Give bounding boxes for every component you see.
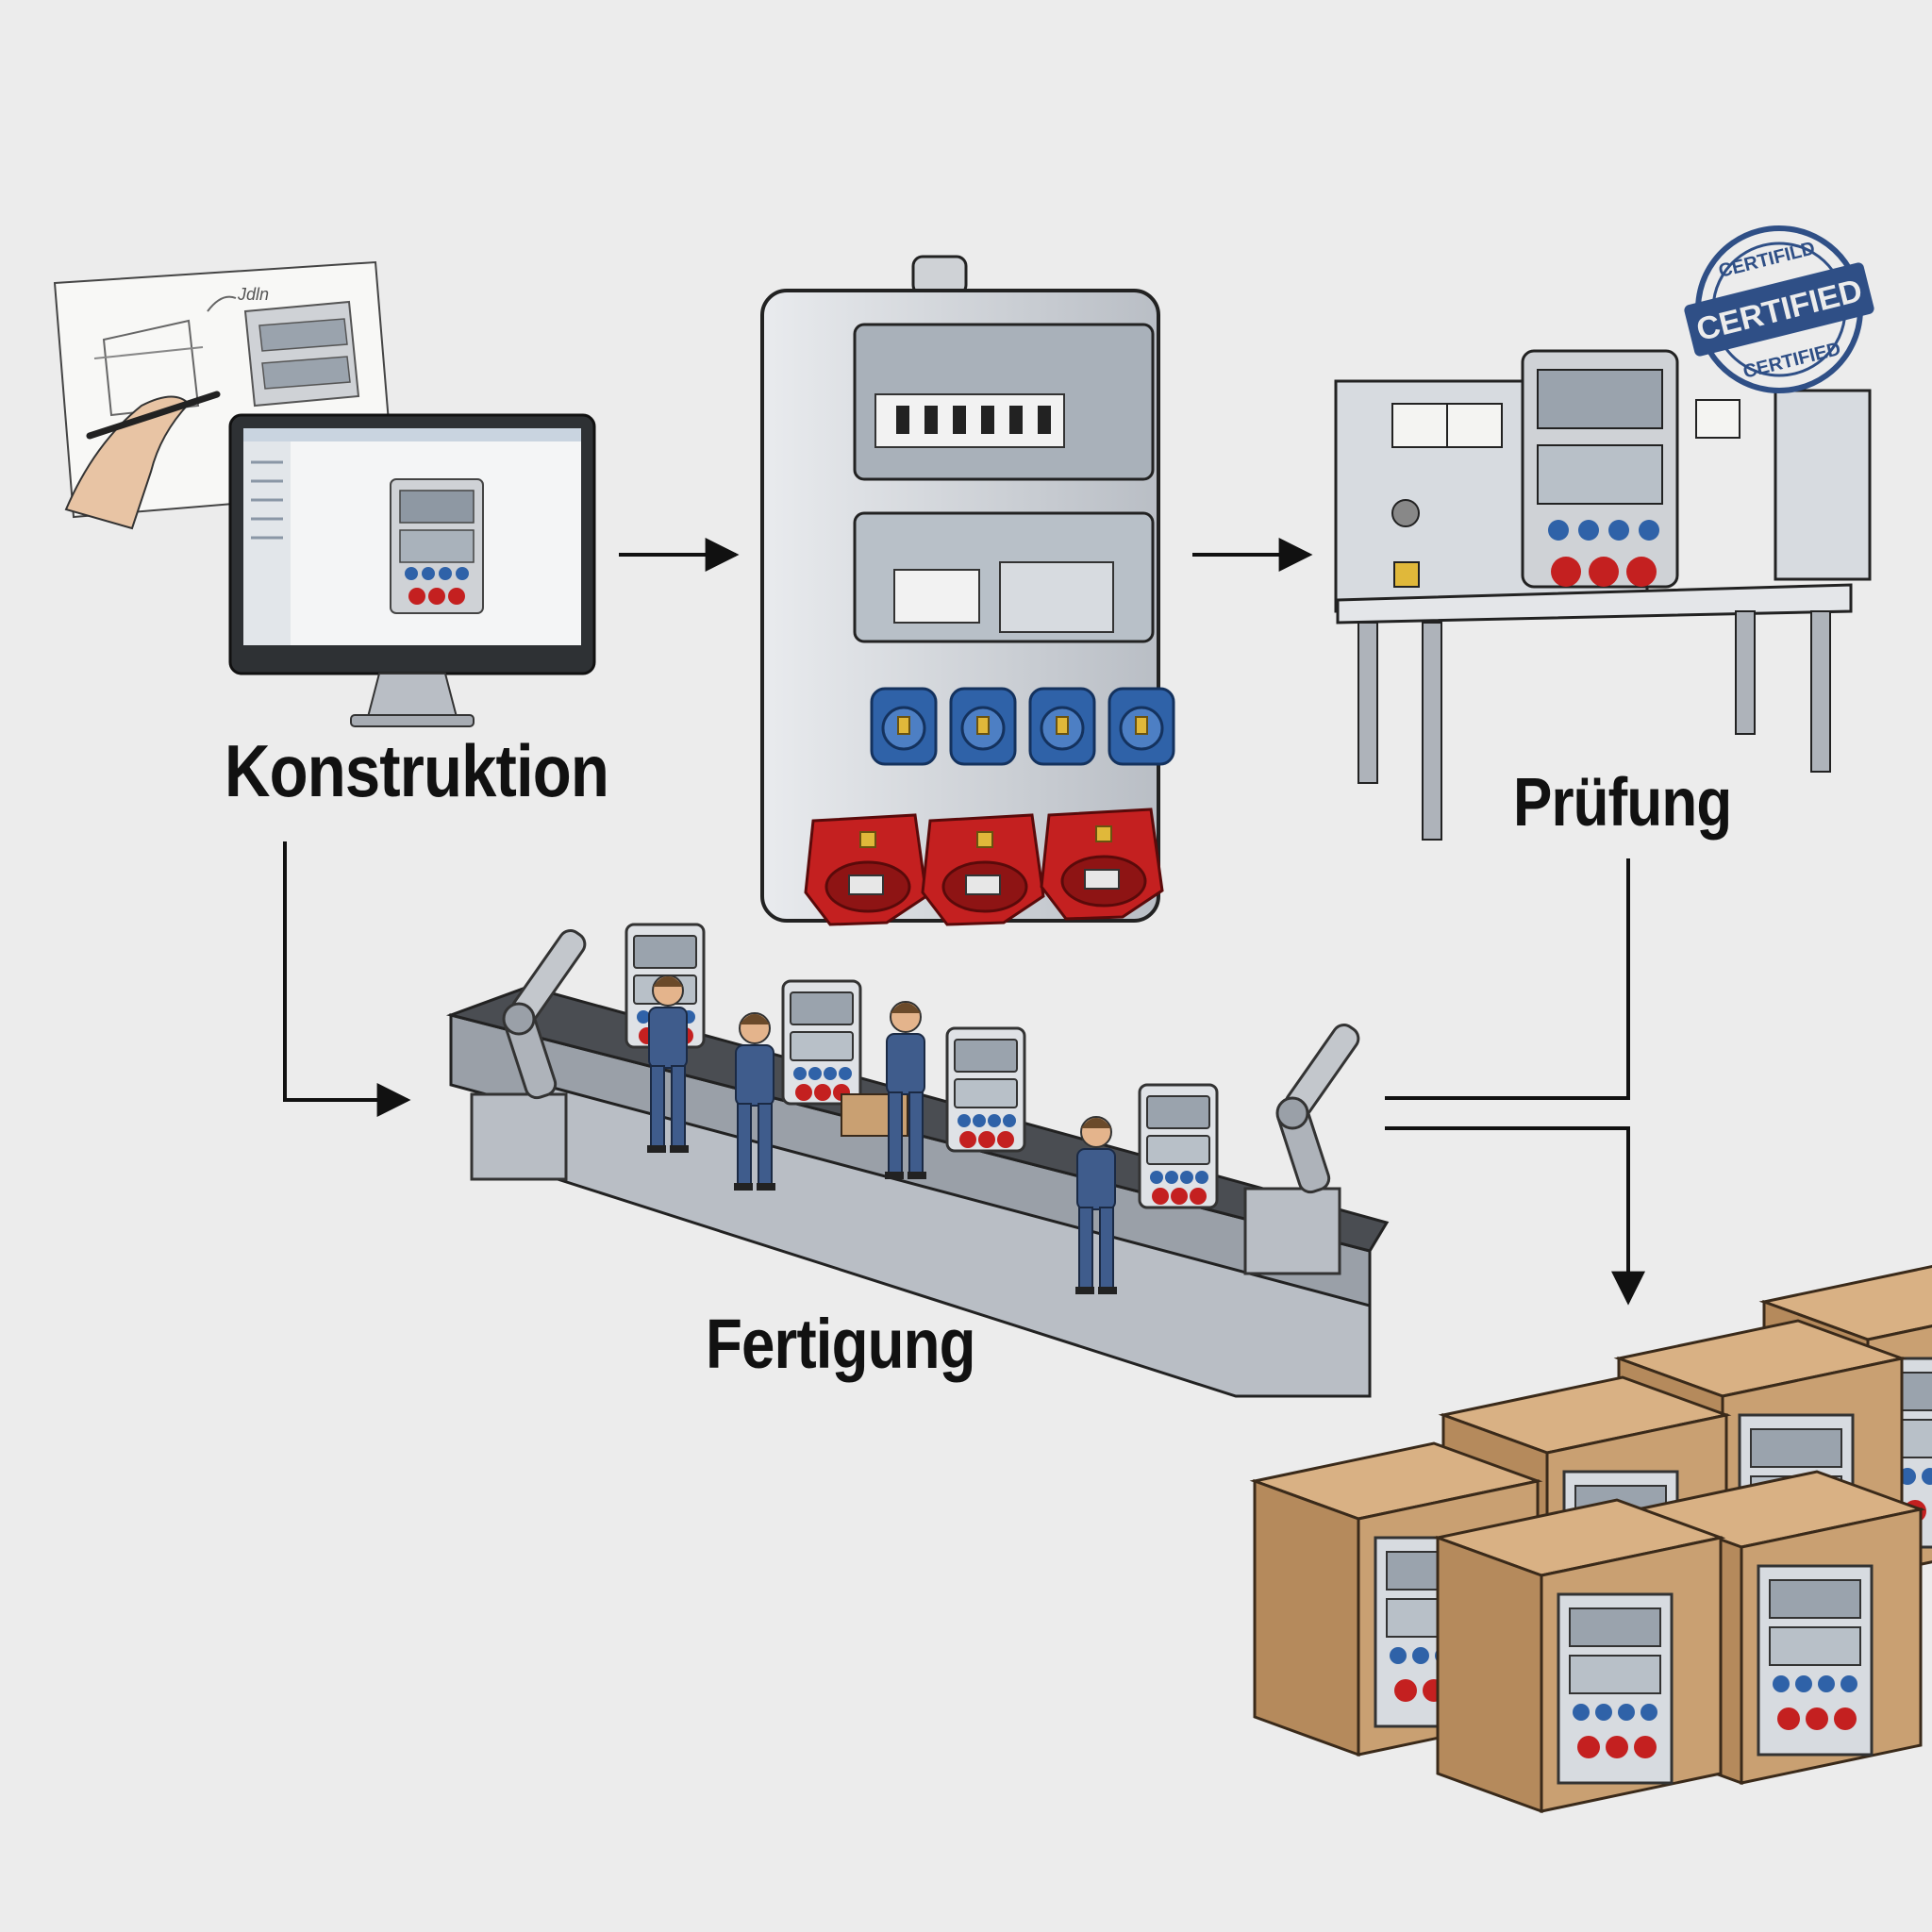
stage-label-konstruktion: Konstruktion <box>225 729 609 812</box>
distribution-board <box>760 255 1175 926</box>
arrow-down-icon <box>1385 1126 1645 1306</box>
sketch-note: Jdln <box>237 285 269 304</box>
arrow-down-icon <box>1385 858 1630 1100</box>
stage-label-pruefung: Prüfung <box>1513 765 1732 841</box>
cad-monitor <box>228 413 596 727</box>
test-bench <box>1334 349 1872 841</box>
assembly-line <box>445 923 1390 1398</box>
hand <box>64 395 191 530</box>
stage-label-fertigung: Fertigung <box>706 1305 976 1383</box>
certified-stamp: CERTIFIED CERTIFILD CERTIFIED <box>1684 225 1874 393</box>
pencil-icon <box>86 391 221 440</box>
arrow-right-icon <box>283 841 411 1117</box>
design-sketch: Jdln <box>53 260 396 530</box>
